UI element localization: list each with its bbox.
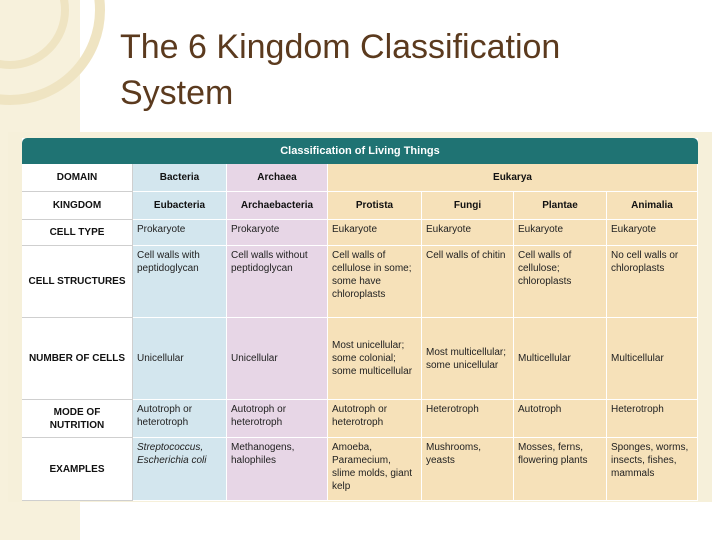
domain-label: DOMAIN bbox=[22, 164, 133, 192]
table-cell: Autotroph or heterotroph bbox=[227, 400, 328, 438]
decorative-circles bbox=[0, 0, 105, 105]
table-cell: Multicellular bbox=[607, 318, 698, 400]
table-cell: Sponges, worms, insects, fishes, mammals bbox=[607, 438, 698, 501]
kingdom-archaebacteria: Archaebacteria bbox=[227, 192, 328, 220]
row-label-cell-type: CELL TYPE bbox=[22, 220, 133, 246]
table-cell: Unicellular bbox=[227, 318, 328, 400]
table-cell: Autotroph bbox=[514, 400, 607, 438]
kingdom-label: KINGDOM bbox=[22, 192, 133, 220]
table-cell: Mosses, ferns, flowering plants bbox=[514, 438, 607, 501]
table-cell: Heterotroph bbox=[607, 400, 698, 438]
table-cell: No cell walls or chloroplasts bbox=[607, 246, 698, 318]
table-cell: Streptococcus, Escherichia coli bbox=[133, 438, 227, 501]
table-cell: Cell walls of cellulose in some; some ha… bbox=[328, 246, 422, 318]
table-caption: Classification of Living Things bbox=[22, 138, 698, 164]
domain-bacteria: Bacteria bbox=[133, 164, 227, 192]
kingdom-fungi: Fungi bbox=[422, 192, 514, 220]
table-cell: Autotroph or heterotroph bbox=[328, 400, 422, 438]
kingdom-animalia: Animalia bbox=[607, 192, 698, 220]
table-cell: Multicellular bbox=[514, 318, 607, 400]
table-cell: Most multicellular; some unicellular bbox=[422, 318, 514, 400]
domain-eukarya: Eukarya bbox=[328, 164, 698, 192]
table-cell: Eukaryote bbox=[514, 220, 607, 246]
table-cell: Methanogens, halophiles bbox=[227, 438, 328, 501]
table-cell: Eukaryote bbox=[328, 220, 422, 246]
table-cell: Eukaryote bbox=[422, 220, 514, 246]
table-cell: Cell walls with peptidoglycan bbox=[133, 246, 227, 318]
kingdom-plantae: Plantae bbox=[514, 192, 607, 220]
row-label-cell-structures: CELL STRUCTURES bbox=[22, 246, 133, 318]
table-cell: Most unicellular; some colonial; some mu… bbox=[328, 318, 422, 400]
table-cell: Amoeba, Paramecium, slime molds, giant k… bbox=[328, 438, 422, 501]
table-cell: Cell walls without peptidoglycan bbox=[227, 246, 328, 318]
table-cell: Cell walls of chitin bbox=[422, 246, 514, 318]
classification-table: DOMAIN Bacteria Archaea Eukarya KINGDOM … bbox=[22, 164, 698, 501]
table-cell: Cell walls of cellulose; chloroplasts bbox=[514, 246, 607, 318]
kingdom-eubacteria: Eubacteria bbox=[133, 192, 227, 220]
slide-title: The 6 Kingdom Classification System bbox=[120, 28, 561, 112]
table-cell: Autotroph or heterotroph bbox=[133, 400, 227, 438]
row-label-number-of-cells: NUMBER OF CELLS bbox=[22, 318, 133, 400]
table-cell: Eukaryote bbox=[607, 220, 698, 246]
table-cell: Prokaryote bbox=[133, 220, 227, 246]
table-cell: Prokaryote bbox=[227, 220, 328, 246]
table-cell: Heterotroph bbox=[422, 400, 514, 438]
row-label-examples: EXAMPLES bbox=[22, 438, 133, 501]
table-cell: Unicellular bbox=[133, 318, 227, 400]
table-cell: Mushrooms, yeasts bbox=[422, 438, 514, 501]
row-label-mode-of-nutrition: MODE OF NUTRITION bbox=[22, 400, 133, 438]
kingdom-protista: Protista bbox=[328, 192, 422, 220]
domain-archaea: Archaea bbox=[227, 164, 328, 192]
